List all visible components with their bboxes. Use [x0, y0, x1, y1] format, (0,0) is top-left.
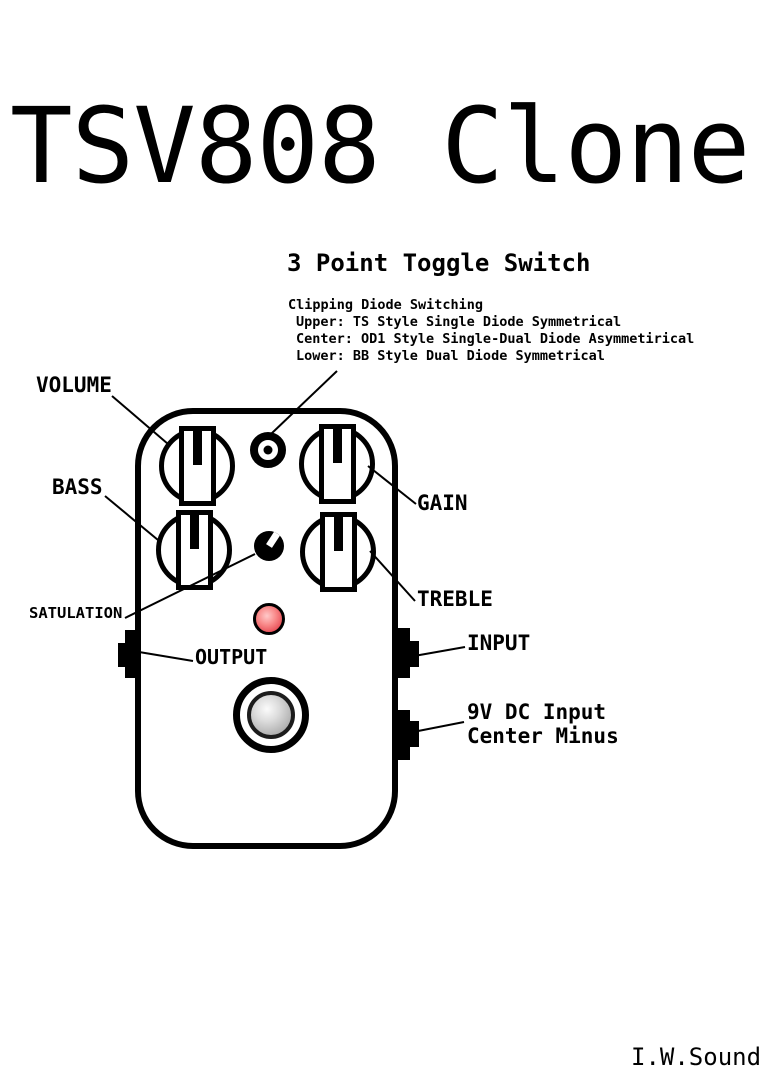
input-label: INPUT: [467, 631, 531, 655]
clipping-diode-notes: Clipping Diode Switching Upper: TS Style…: [288, 297, 694, 365]
leader-line-dc: [412, 721, 465, 733]
gain-knob: [299, 424, 375, 504]
output-label: OUTPUT: [195, 645, 268, 669]
clipping-notes-upper: Upper: TS Style Single Diode Symmetrical: [296, 314, 622, 330]
footswitch-button: [247, 691, 295, 739]
treble-knob: [300, 512, 376, 592]
output-jack: [125, 630, 137, 678]
toggle-switch-subtitle: 3 Point Toggle Switch: [287, 249, 591, 277]
footswitch: [233, 677, 309, 753]
volume-knob: [159, 426, 235, 506]
gain-label: GAIN: [417, 491, 468, 515]
dc-power-jack: [397, 710, 410, 760]
volume-label: VOLUME: [36, 373, 112, 397]
treble-knob-pointer: [333, 517, 343, 551]
treble-knob-cap: [319, 512, 357, 592]
volume-knob-cap: [178, 426, 216, 506]
clipping-notes-center: Center: OD1 Style Single-Dual Diode Asym…: [296, 331, 695, 347]
input-jack: [397, 628, 410, 678]
saturation-label: SATULATION: [29, 604, 123, 622]
dc-input-label: 9V DC Input Center Minus: [467, 700, 619, 748]
clipping-notes-heading: Clipping Diode Switching: [288, 297, 484, 313]
output-jack-tip: [118, 643, 126, 667]
saturation-trimmer: [254, 531, 284, 561]
gain-knob-cap: [318, 424, 356, 504]
dc-input-label-line2: Center Minus: [467, 724, 619, 748]
brand-credit: I.W.Sound: [631, 1043, 762, 1071]
input-jack-tip: [410, 641, 419, 667]
dc-power-jack-tip: [410, 721, 419, 747]
clipping-notes-lower: Lower: BB Style Dual Diode Symmetrical: [296, 348, 605, 364]
dc-input-label-line1: 9V DC Input: [467, 700, 607, 724]
status-led: [253, 603, 285, 635]
volume-knob-pointer: [192, 431, 202, 465]
trimmer-notch: [266, 531, 281, 548]
bass-knob-pointer: [189, 515, 199, 549]
three-point-toggle-switch: [250, 432, 286, 468]
bass-label: BASS: [52, 475, 103, 499]
leader-line-input: [413, 646, 466, 657]
page-title: TSV808 Clone: [10, 85, 750, 207]
bass-knob: [156, 510, 232, 590]
gain-knob-pointer: [332, 429, 342, 463]
treble-label: TREBLE: [417, 587, 493, 611]
bass-knob-cap: [175, 510, 213, 590]
toggle-switch-actuator: [263, 445, 273, 455]
